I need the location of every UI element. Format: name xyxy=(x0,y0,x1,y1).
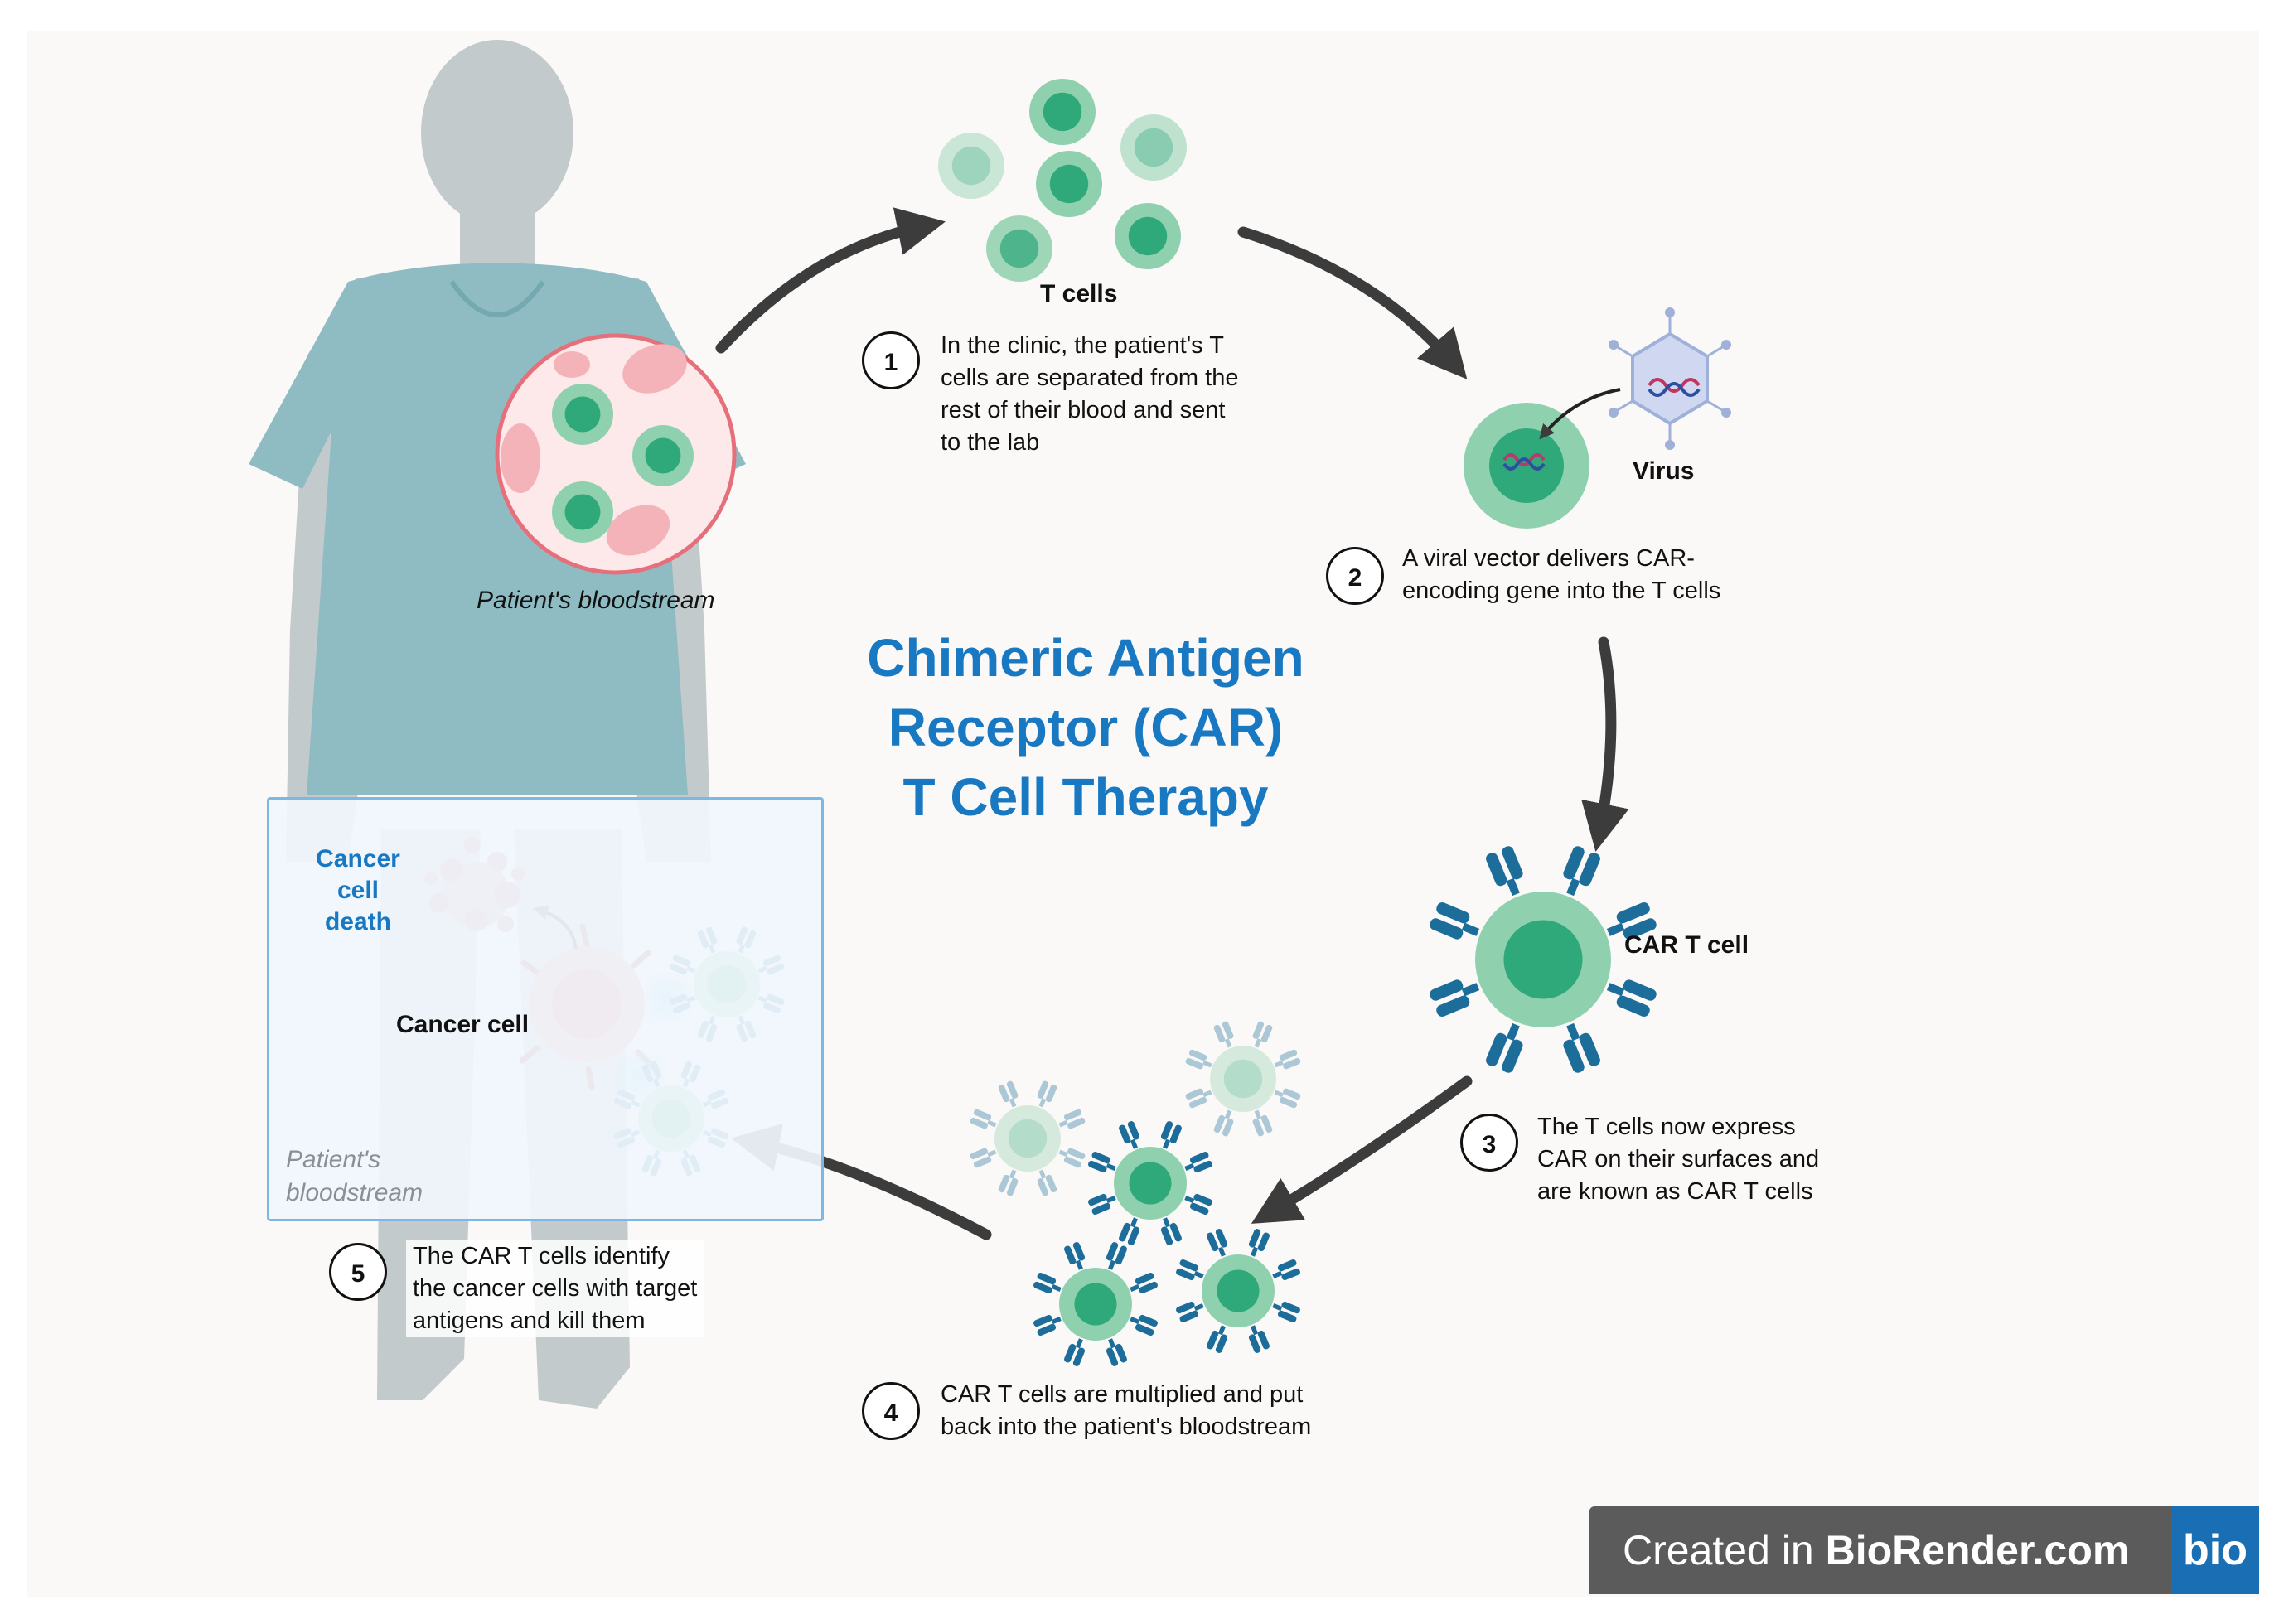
biorender-credit: Created in BioRender.com xyxy=(1623,1526,2129,1574)
death-label-line: cell xyxy=(336,877,380,904)
step-1-text: In the clinic, the patient's T cells are… xyxy=(941,332,1239,456)
step-3-text: The T cells now express CAR on their sur… xyxy=(1537,1114,1820,1205)
death-label-line: death xyxy=(324,908,391,935)
step-2-text: A viral vector delivers CAR- encoding ge… xyxy=(1402,545,1721,604)
biorender-badge xyxy=(1589,1506,2259,1594)
t-cell-icon xyxy=(1029,79,1096,145)
car-t-cell-icon xyxy=(1176,1229,1300,1353)
title-line: Chimeric Antigen xyxy=(867,628,1304,688)
t-cell-icon xyxy=(986,215,1052,282)
cancer-cell-label: Cancer cell xyxy=(396,1011,530,1038)
car-t-cell-icon xyxy=(1088,1121,1212,1245)
t-cells-label: T cells xyxy=(1040,280,1118,307)
t-cell-cluster xyxy=(938,79,1187,282)
car-t-cell-icon xyxy=(1185,1021,1301,1137)
t-cell-icon xyxy=(938,133,1004,199)
death-label-line: Cancer xyxy=(316,845,400,872)
car-t-cell-icon xyxy=(1430,846,1657,1073)
step-2-number: 2 xyxy=(1326,547,1384,605)
t-cell-icon xyxy=(552,384,613,445)
car-t-cell-icon xyxy=(970,1080,1086,1196)
car-t-cell-group xyxy=(970,1021,1301,1366)
inset-panel xyxy=(267,797,824,1221)
inset-bloodstream-label: Patient's bloodstream xyxy=(286,1146,423,1206)
step-1-number: 1 xyxy=(862,331,920,389)
transduced-t-cell xyxy=(1464,403,1589,529)
car-t-cell-large xyxy=(1430,846,1657,1073)
credit-prefix: Created in xyxy=(1623,1527,1826,1573)
step-3-number: 3 xyxy=(1460,1114,1518,1172)
t-cell-icon xyxy=(632,425,694,486)
patient-bloodstream-label: Patient's bloodstream xyxy=(477,587,715,614)
car-t-cell-icon xyxy=(1033,1242,1158,1366)
car-t-cell-label: CAR T cell xyxy=(1624,931,1749,959)
diagram-title: Chimeric Antigen Receptor (CAR) T Cell T… xyxy=(812,623,1359,832)
title-line: T Cell Therapy xyxy=(902,767,1269,827)
bloodstream-t-cells xyxy=(552,384,694,543)
step-5-text: The CAR T cells identify the cancer cell… xyxy=(406,1240,704,1337)
t-cell-icon xyxy=(552,481,613,543)
virus-particle xyxy=(1539,307,1731,450)
bloodstream-circle xyxy=(495,333,737,575)
title-line: Receptor (CAR) xyxy=(888,698,1284,757)
step-4-number: 4 xyxy=(862,1382,920,1440)
step-5-number: 5 xyxy=(329,1243,387,1301)
t-cell-icon xyxy=(1036,151,1102,217)
credit-brand: BioRender.com xyxy=(1825,1527,2130,1573)
t-cell-icon xyxy=(1120,114,1187,181)
biorender-logo: bio xyxy=(2171,1506,2259,1594)
virus-label: Virus xyxy=(1633,457,1695,485)
cancer-cell-death-label: Cancer cell death xyxy=(308,843,408,938)
t-cell-icon xyxy=(1115,203,1181,269)
step-4-text: CAR T cells are multiplied and put back … xyxy=(941,1381,1312,1440)
